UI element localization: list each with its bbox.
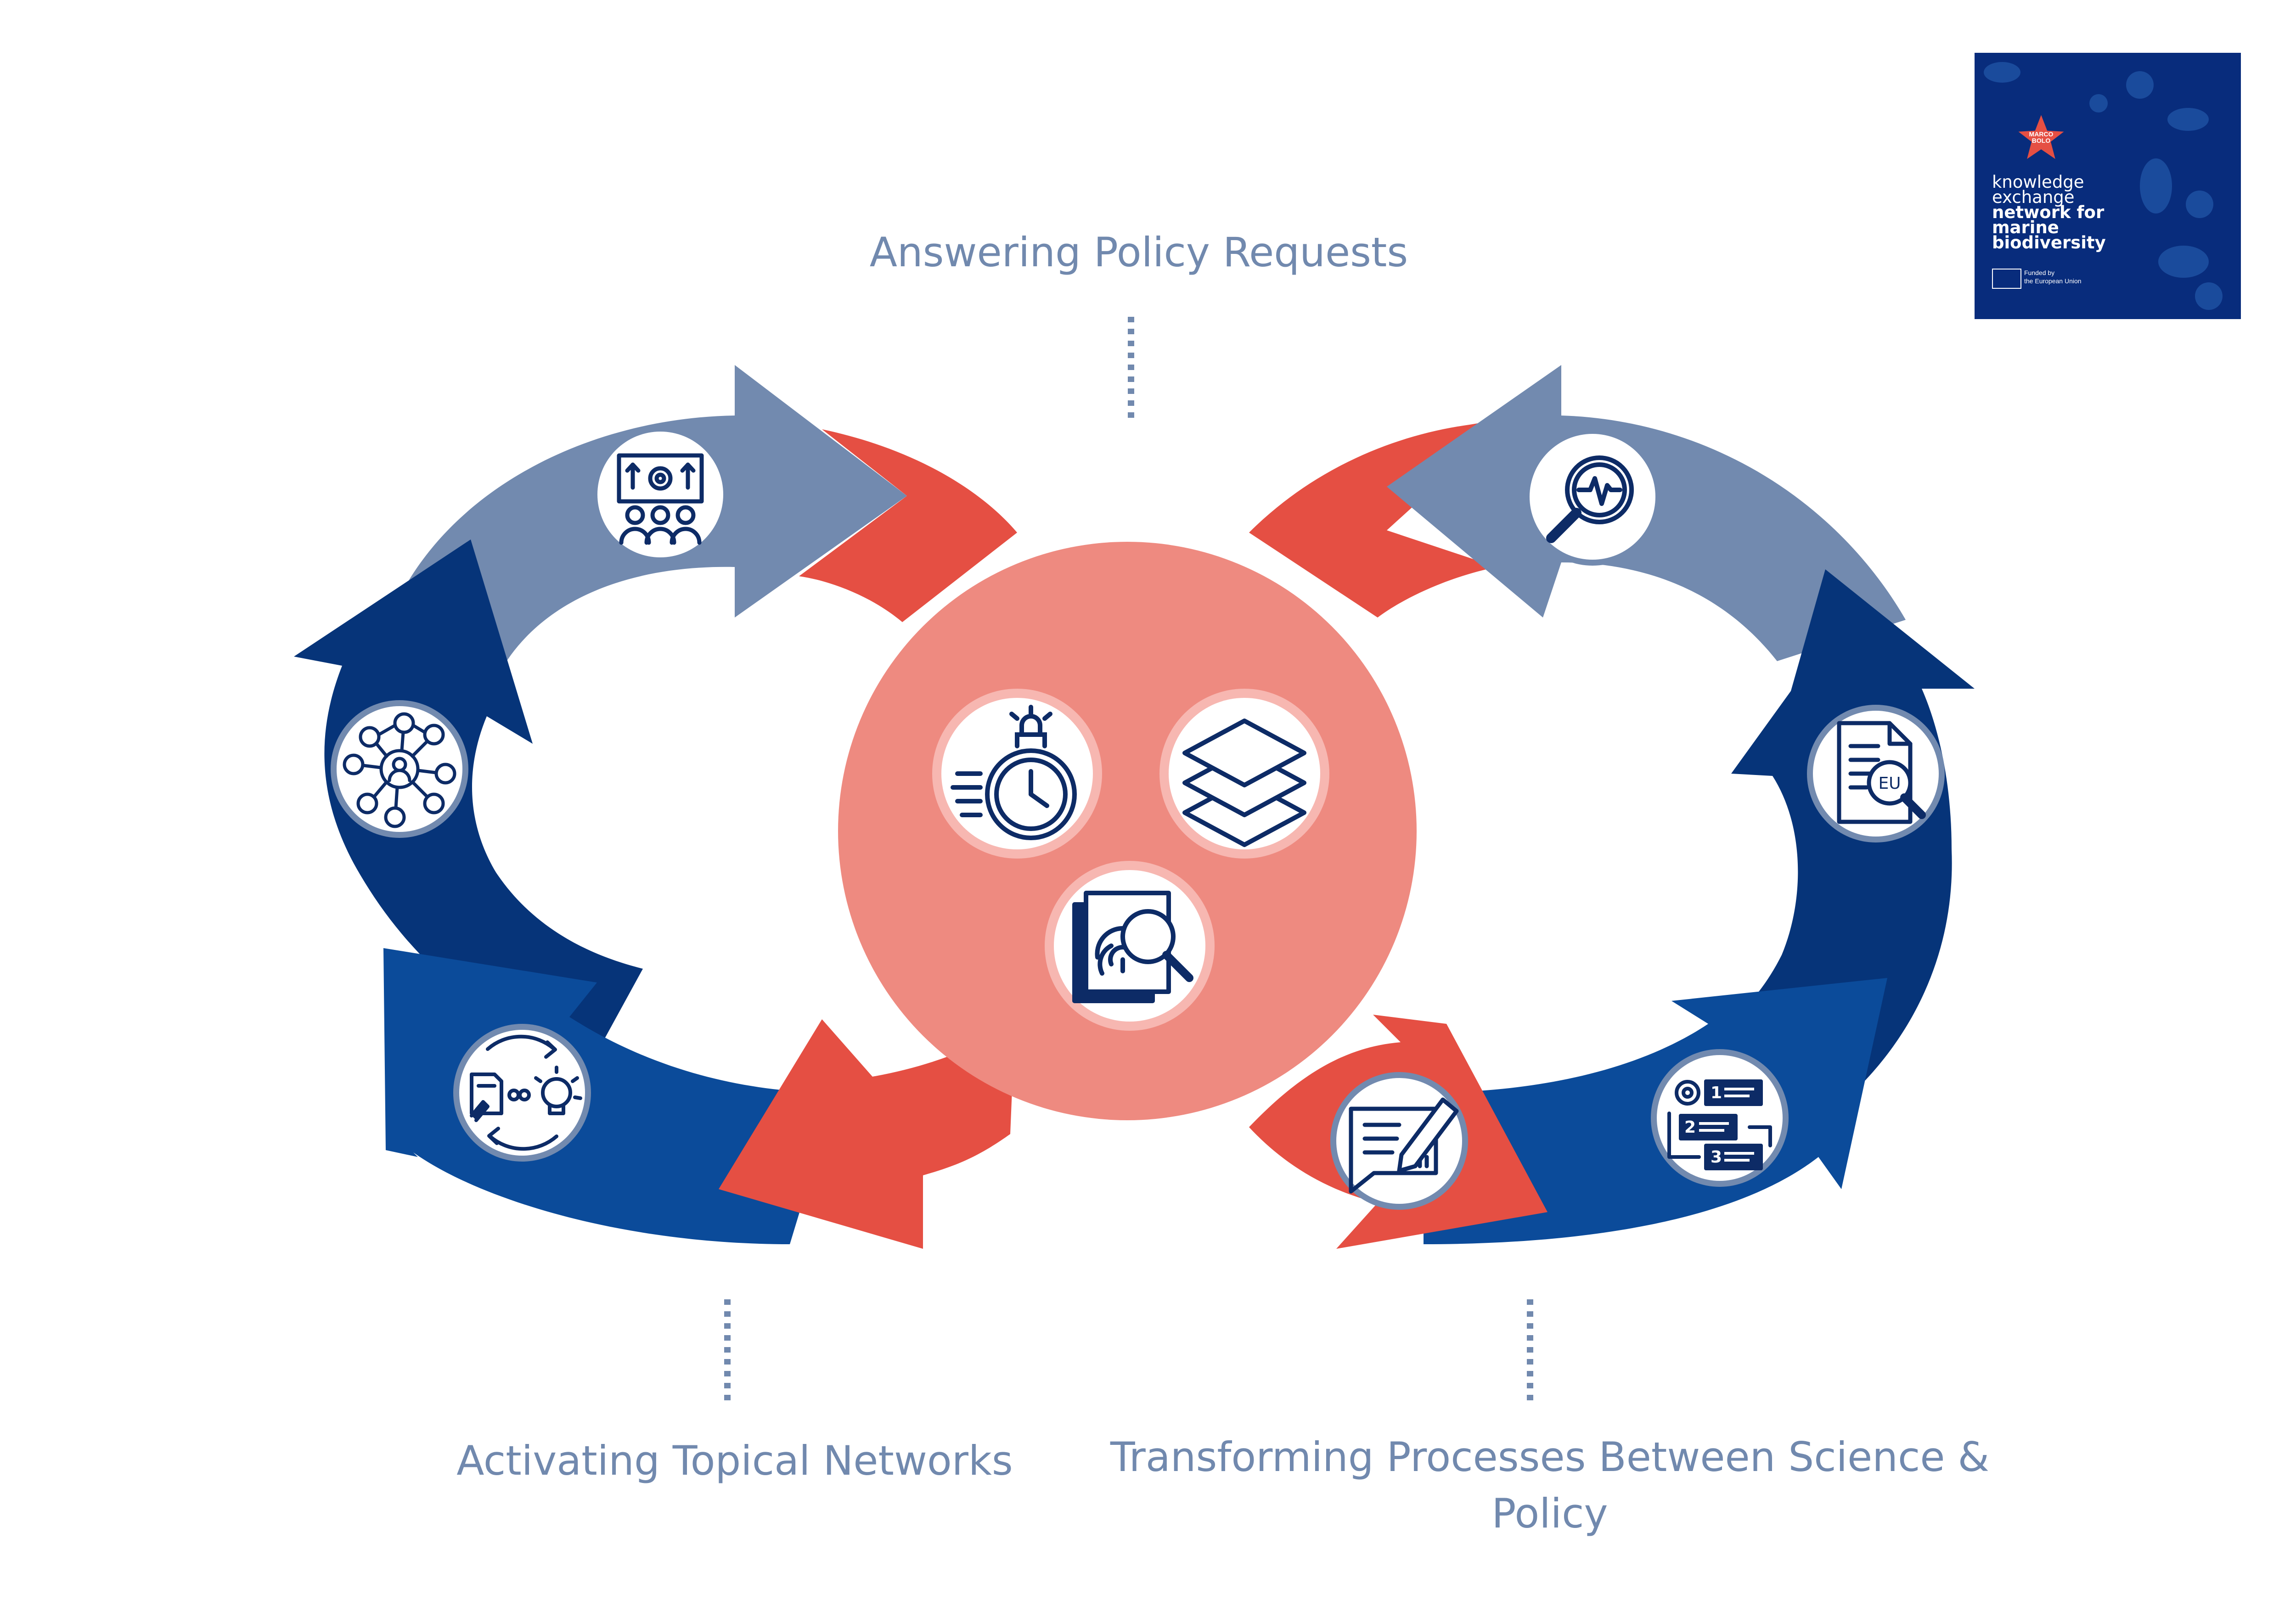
star-badge-icon <box>2018 115 2064 159</box>
numbered-steps-gear-icon: 1 2 3 <box>1651 1049 1789 1187</box>
logo-wordmark: knowledge exchange network for marine bi… <box>1992 172 2106 253</box>
magnifier-pulse-icon <box>1524 428 1661 566</box>
network-people-icon <box>331 700 468 838</box>
center-circle <box>838 542 1417 1120</box>
dotted-connector-top <box>1128 317 1134 421</box>
alarm-stopwatch-icon <box>932 689 1102 859</box>
logo-line-1: knowledge <box>1992 172 2084 192</box>
label-answering-policy-requests: Answering Policy Requests <box>869 229 1408 276</box>
right-loop <box>1249 365 1975 1249</box>
center-hub <box>838 542 1417 1120</box>
logo-line-5: biodiversity <box>1992 233 2106 253</box>
funded-line-1: Funded by <box>2024 269 2055 276</box>
funded-line-2: the European Union <box>2024 277 2082 285</box>
funded-by-eu-text: Funded by the European Union <box>2024 269 2082 285</box>
document-link-idea-icon <box>453 1024 591 1162</box>
dotted-connector-right <box>1527 1299 1533 1403</box>
eu-document-search-icon: EU <box>1807 705 1945 842</box>
svg-text:3: 3 <box>1711 1148 1722 1167</box>
left-loop <box>294 365 1017 1249</box>
eu-flag-icon <box>1992 269 2021 289</box>
left-loop-left-arrow <box>294 539 643 1065</box>
svg-text:1: 1 <box>1711 1084 1722 1102</box>
presentation-gear-people-icon <box>591 426 729 563</box>
right-loop-right-arrow <box>1699 569 1975 1111</box>
logo-line-2: exchange <box>1992 187 2075 207</box>
layers-stack-icon <box>1159 689 1329 859</box>
dotted-connector-left <box>724 1299 731 1403</box>
left-loop-red-arrow-bottom <box>719 1019 1015 1249</box>
label-transforming-processes: Transforming Processes Between Science &… <box>1110 1433 1990 1538</box>
left-loop-bottom-arrow <box>383 948 836 1244</box>
label-activating-topical-networks: Activating Topical Networks <box>456 1437 1013 1484</box>
left-loop-red-chevron-top <box>799 429 1017 622</box>
logo-line-3: network for <box>1992 202 2105 222</box>
logo-line-4: marine <box>1992 218 2059 237</box>
logo-badge-text: MARCO BOLO <box>2029 130 2054 144</box>
svg-text:2: 2 <box>1684 1118 1696 1137</box>
comment-pen-icon <box>1330 1072 1468 1210</box>
knowledge-exchange-network-logo: MARCO BOLO knowledge exchange network fo… <box>1975 53 2241 319</box>
fingerprint-document-icon <box>1045 861 1215 1031</box>
svg-text:EU: EU <box>1878 774 1901 793</box>
